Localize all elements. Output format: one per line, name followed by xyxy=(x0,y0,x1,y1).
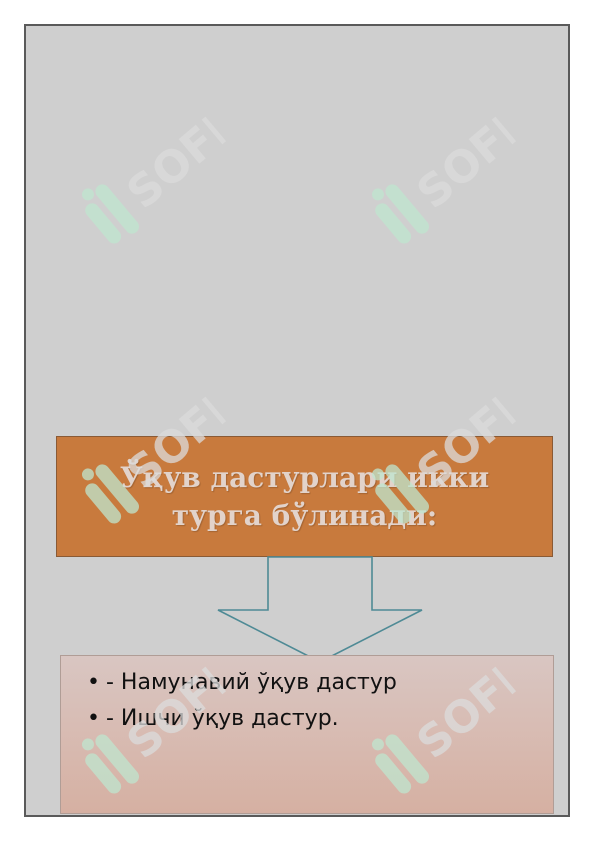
bullet-list: • - Намунавий ўқув дастур • - Ишчи ўқув … xyxy=(87,668,553,734)
title-box: Ўқув дастурлари икки турга бўлинади: xyxy=(56,436,553,557)
list-item: • - Ишчи ўқув дастур. xyxy=(87,704,553,734)
title-text: Ўқув дастурлари икки турга бўлинади: xyxy=(119,460,490,532)
down-arrow-icon xyxy=(217,556,423,663)
bullet-icon: • xyxy=(87,670,100,695)
list-item: • - Намунавий ўқув дастур xyxy=(87,668,553,698)
list-item-text: - Намунавий ўқув дастур xyxy=(105,670,397,695)
list-item-text: - Ишчи ўқув дастур. xyxy=(105,706,339,731)
list-box: • - Намунавий ўқув дастур • - Ишчи ўқув … xyxy=(60,655,554,814)
bullet-icon: • xyxy=(87,706,100,731)
